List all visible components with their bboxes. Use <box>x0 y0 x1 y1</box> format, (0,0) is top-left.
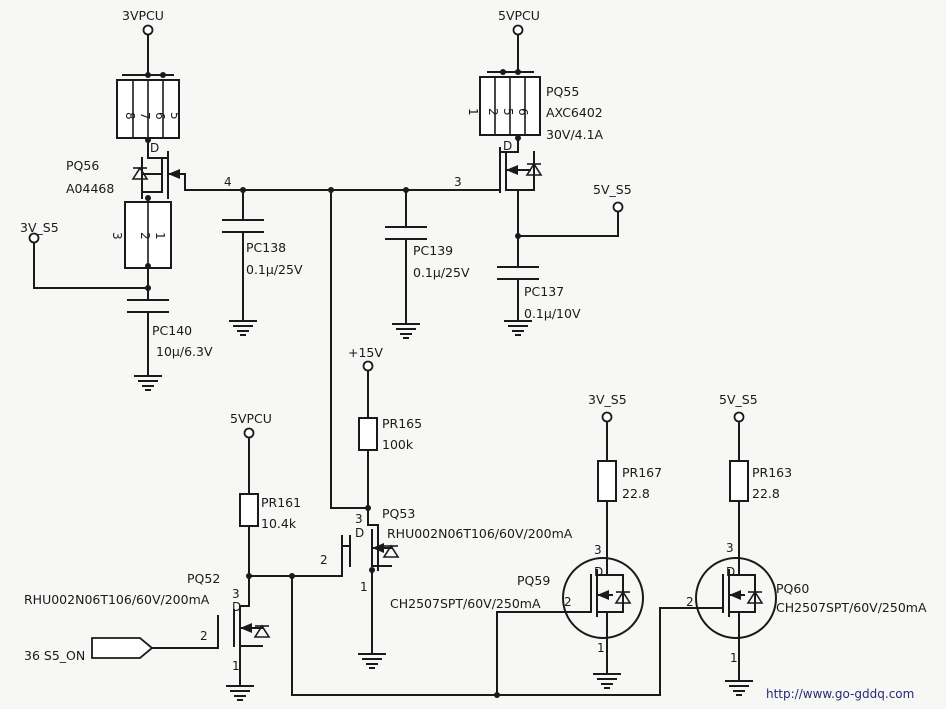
rail-5vpcu-terminal <box>512 24 524 36</box>
pq60-pin-1: 1 <box>730 651 738 665</box>
s5-on-signal-label: 36 S5_ON <box>24 648 85 663</box>
pc137-ref: PC137 <box>524 284 564 299</box>
pq55-pin-2: 2 <box>486 108 500 116</box>
pq55-drain-label: D <box>503 139 512 153</box>
pq52-ref: PQ52 <box>187 571 220 586</box>
pq55-value: AXC6402 <box>546 105 603 120</box>
pr167-value: 22.8 <box>622 486 650 501</box>
pq60-ref: PQ60 <box>776 581 809 596</box>
pq60-drain-label: D <box>726 565 735 579</box>
rail-3v-s5-right-terminal <box>601 411 613 423</box>
pq53-mosfet: +15V PR165 100k PQ53 RHU002N06T106/60V/2… <box>320 345 573 669</box>
pq56-pin-6: 6 <box>153 112 167 120</box>
pq56-gate-pin: 4 <box>224 175 232 189</box>
pc140-ref: PC140 <box>152 323 192 338</box>
pq56-pin-1: 1 <box>153 232 167 240</box>
pq56-pin-3: 3 <box>110 232 124 240</box>
pq59-mosfet: 3V_S5 PR167 22.8 PQ59 CH2507SPT/60V/250m… <box>390 392 662 698</box>
pc138-value: 0.1μ/25V <box>246 262 303 277</box>
pq55-ref: PQ55 <box>546 84 579 99</box>
rail-5v-s5-right-terminal <box>733 411 745 423</box>
pc139-ref: PC139 <box>413 243 453 258</box>
pq52-pin-2: 2 <box>200 629 208 643</box>
rail-5vpcu-mid-terminal <box>243 427 255 439</box>
pq52-value: RHU002N06T106/60V/200mA <box>24 592 210 607</box>
pq55-mosfet: 5VPCU 5V_S5 PQ55 AXC6402 30V/4.1A D 1 2 … <box>466 8 632 336</box>
pq55-pin-1: 1 <box>466 108 480 116</box>
pq55-rating: 30V/4.1A <box>546 127 604 142</box>
pq60-pin-2: 2 <box>686 595 694 609</box>
pq53-pin-3: 3 <box>355 512 363 526</box>
pq53-value: RHU002N06T106/60V/200mA <box>387 526 573 541</box>
pq52-pin-1: 1 <box>232 659 240 673</box>
rail-5v-s5-mid-terminal <box>612 201 624 213</box>
pq52-drain-label: D <box>232 600 241 614</box>
pc140-value: 10μ/6.3V <box>156 344 213 359</box>
rail-5v-s5-right-label: 5V_S5 <box>719 392 758 407</box>
watermark-url: http://www.go-gddq.com <box>766 687 914 701</box>
pq56-pin-2: 2 <box>138 232 152 240</box>
pq55-pin-6: 6 <box>516 108 530 116</box>
pq60-value: CH2507SPT/60V/250mA <box>776 600 927 615</box>
pq60-pin-3: 3 <box>726 541 734 555</box>
pq59-pin-3: 3 <box>594 543 602 557</box>
pq56-drain-label: D <box>150 141 159 155</box>
pq56-pin-5: 5 <box>168 112 182 120</box>
pq53-drain-label: D <box>355 526 364 540</box>
pq52-mosfet: 5VPCU PR161 10.4k PQ52 RHU002N06T106/60V… <box>24 411 351 701</box>
pq56-value: A04468 <box>66 181 114 196</box>
rail-5vpcu-mid-label: 5VPCU <box>230 411 272 426</box>
rail-5v-s5-mid-label: 5V_S5 <box>593 182 632 197</box>
pr163-value: 22.8 <box>752 486 780 501</box>
rail-3vpcu-terminal <box>142 24 154 36</box>
pq53-pin-1: 1 <box>360 580 368 594</box>
pq59-value: CH2507SPT/60V/250mA <box>390 596 541 611</box>
pq53-ref: PQ53 <box>382 506 415 521</box>
rail-3v-s5-right-label: 3V_S5 <box>588 392 627 407</box>
rail-15v-label: +15V <box>348 345 383 360</box>
pq56-pin-8: 8 <box>123 112 137 120</box>
pq55-pin-5: 5 <box>501 108 515 116</box>
rail-15v-terminal <box>362 360 374 372</box>
pq59-pin-2: 2 <box>564 595 572 609</box>
pq56-mosfet: 3VPCU 3V_S5 PQ56 A04468 D 8 7 6 5 3 2 1 … <box>20 8 213 391</box>
pc137-value: 0.1μ/10V <box>524 306 581 321</box>
rail-5vpcu-label: 5VPCU <box>498 8 540 23</box>
gate-bus: 4 3 PC138 0.1μ/25V PC139 0.1μ/25V <box>184 175 501 509</box>
pq56-ref: PQ56 <box>66 158 99 173</box>
pq59-pin-1: 1 <box>597 641 605 655</box>
pr161-ref: PR161 <box>261 495 301 510</box>
pq55-gate-pin: 3 <box>454 175 462 189</box>
rail-3v-s5-label: 3V_S5 <box>20 220 59 235</box>
pr165-ref: PR165 <box>382 416 422 431</box>
pr167-ref: PR167 <box>622 465 662 480</box>
pq59-drain-label: D <box>594 565 603 579</box>
pq59-ref: PQ59 <box>517 573 550 588</box>
pc139-value: 0.1μ/25V <box>413 265 470 280</box>
pq56-pin-7: 7 <box>138 112 152 120</box>
pc138-ref: PC138 <box>246 240 286 255</box>
pr163-ref: PR163 <box>752 465 792 480</box>
pq53-pin-2: 2 <box>320 553 328 567</box>
pq60-mosfet: 5V_S5 PR163 22.8 PQ60 CH2507SPT/60V/250m… <box>291 392 927 696</box>
pq52-pin-3: 3 <box>232 587 240 601</box>
pr161-value: 10.4k <box>261 516 297 531</box>
rail-3vpcu-label: 3VPCU <box>122 8 164 23</box>
pr165-value: 100k <box>382 437 414 452</box>
